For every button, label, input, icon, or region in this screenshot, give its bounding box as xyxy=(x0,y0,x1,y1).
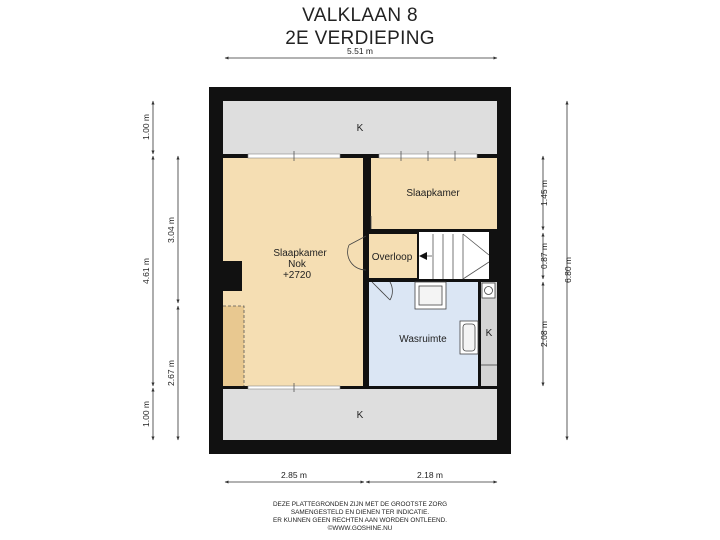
label-height: +2720 xyxy=(283,270,312,281)
room-slaapkamer-small xyxy=(371,158,497,229)
label-wasruimte: Wasruimte xyxy=(399,334,447,345)
dim-right-inner-top: 1.45 m xyxy=(539,180,549,206)
interior-walls xyxy=(223,154,497,389)
window-ticks xyxy=(293,151,456,392)
room-overloop xyxy=(368,234,417,278)
label-attic-bottom: K xyxy=(357,410,364,421)
dim-left-outer-mid: 4.61 m xyxy=(141,258,151,284)
door-swings xyxy=(347,216,393,301)
plan-title: VALKLAAN 8 2E VERDIEPING xyxy=(0,4,720,50)
label-overloop: Overloop xyxy=(372,252,413,263)
title-address: VALKLAAN 8 xyxy=(302,5,418,26)
title-floor: 2E VERDIEPING xyxy=(285,28,435,49)
label-attic-top: K xyxy=(357,123,364,134)
dimension-lines xyxy=(151,56,569,484)
dim-top-width: 5.51 m xyxy=(347,46,373,56)
dim-bottom-left: 2.85 m xyxy=(281,470,307,480)
shower xyxy=(414,281,447,310)
dim-left-outer-bottom: 1.00 m xyxy=(141,401,151,427)
label-side-storage: K xyxy=(486,328,493,339)
disclaimer-line-2: SAMENGESTELD EN DIENEN TER INDICATIE. xyxy=(290,509,430,516)
room-slaapkamer-large xyxy=(223,158,363,387)
dim-right-outer: 6.80 m xyxy=(563,257,573,283)
attic-top xyxy=(223,101,497,154)
disclaimer-line-1: DEZE PLATTEGRONDEN ZIJN MET DE GROOTSTE … xyxy=(272,501,448,508)
disclaimer: DEZE PLATTEGRONDEN ZIJN MET DE GROOTSTE … xyxy=(0,501,720,533)
dim-left-outer-top: 1.00 m xyxy=(141,114,151,140)
storage-outline xyxy=(223,305,245,386)
sink xyxy=(459,320,479,355)
dim-right-inner-bottom: 2.08 m xyxy=(539,321,549,347)
dim-left-inner-top: 3.04 m xyxy=(166,217,176,243)
boiler xyxy=(481,282,496,299)
side-storage xyxy=(481,282,497,387)
attic-bottom xyxy=(223,388,497,440)
dim-left-inner-bottom: 2.67 m xyxy=(166,360,176,386)
stairs xyxy=(419,232,489,279)
dim-bottom-right: 2.18 m xyxy=(417,470,443,480)
label-slaapkamer-small: Slaapkamer xyxy=(406,188,460,199)
label-nok: Nok xyxy=(288,259,307,270)
dim-right-inner-mid: 0.87 m xyxy=(539,243,549,269)
storage-niche xyxy=(223,306,244,386)
disclaimer-line-4: ©WWW.GOSHINE.NU xyxy=(327,525,393,532)
disclaimer-line-3: ER KUNNEN GEEN RECHTEN AAN WORDEN ONTLEE… xyxy=(273,517,447,524)
label-slaapkamer-large: Slaapkamer xyxy=(273,248,327,259)
stair-arrow-icon xyxy=(419,252,427,260)
